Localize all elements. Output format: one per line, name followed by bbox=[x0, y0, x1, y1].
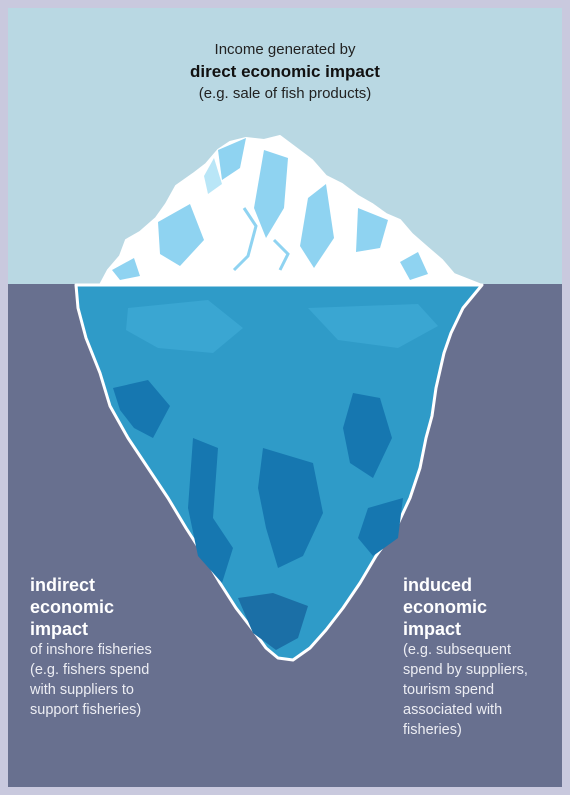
underwater-iceberg bbox=[74, 283, 484, 662]
iceberg-diagram: Income generated by direct economic impa… bbox=[8, 8, 562, 787]
right-caption-body-line1: (e.g. subsequent bbox=[403, 642, 512, 658]
right-caption-body-line5: fisheries) bbox=[403, 722, 462, 738]
underwater-shade-center-left bbox=[188, 438, 233, 583]
ice-shade-6 bbox=[112, 258, 140, 280]
ice-shade-2 bbox=[158, 204, 204, 266]
ice-shade-1 bbox=[218, 138, 246, 180]
underwater-shade-upper-right bbox=[308, 304, 438, 348]
left-caption: indirect economic impact of inshore fish… bbox=[30, 574, 200, 720]
ice-shade-8 bbox=[204, 158, 222, 194]
underwater-shade-lower bbox=[238, 593, 308, 650]
ice-shade-4 bbox=[300, 184, 334, 268]
ice-shade-5 bbox=[356, 208, 388, 252]
right-caption-body-line3: tourism spend bbox=[403, 682, 495, 698]
left-caption-body-line2: (e.g. fishers spend bbox=[30, 662, 150, 678]
top-caption-heading: direct economic impact bbox=[190, 62, 380, 81]
ice-shade-3 bbox=[254, 150, 288, 238]
right-caption-heading-line1: induced bbox=[403, 575, 473, 595]
underwater-shade-left bbox=[113, 380, 170, 438]
ice-crack-2 bbox=[272, 238, 290, 271]
above-water-iceberg-body bbox=[99, 135, 483, 286]
underwater-shade-mid-right bbox=[358, 498, 403, 556]
right-caption-body-line2: spend by suppliers, bbox=[403, 662, 528, 678]
iceberg-illustration bbox=[74, 135, 484, 662]
right-caption: induced economic impact (e.g. subsequent… bbox=[403, 574, 562, 740]
underwater-shade-center bbox=[258, 448, 323, 568]
top-caption: Income generated by direct economic impa… bbox=[8, 39, 562, 105]
right-caption-heading-line2: economic bbox=[403, 597, 488, 617]
left-caption-body-line1: of inshore fisheries bbox=[30, 642, 152, 658]
left-caption-body-line3: with suppliers to bbox=[30, 682, 134, 698]
left-caption-body-line4: support fisheries) bbox=[30, 702, 142, 718]
ice-shade-7 bbox=[400, 252, 428, 280]
left-caption-heading-line3: impact bbox=[30, 619, 89, 639]
underwater-shade-right bbox=[343, 393, 392, 478]
top-caption-line1: Income generated by bbox=[214, 41, 356, 58]
right-caption-body-line4: associated with bbox=[403, 702, 503, 718]
top-caption-line3: (e.g. sale of fish products) bbox=[198, 85, 372, 102]
left-caption-heading-line2: economic bbox=[30, 597, 115, 617]
left-caption-heading-line1: indirect bbox=[30, 575, 96, 595]
ice-crack-1 bbox=[232, 207, 258, 272]
above-water-iceberg bbox=[99, 135, 483, 286]
underwater-shade-upper bbox=[126, 300, 243, 353]
right-caption-heading-line3: impact bbox=[403, 619, 462, 639]
